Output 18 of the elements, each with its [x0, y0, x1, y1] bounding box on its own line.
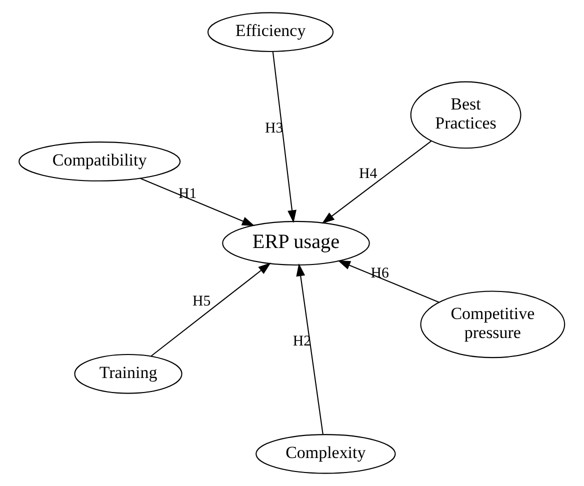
edge-label: H1 — [178, 186, 197, 202]
node-ellipse: Compatibility — [18, 142, 181, 182]
arrow — [150, 262, 271, 356]
edge-label: H4 — [359, 166, 378, 182]
arrow — [296, 263, 324, 434]
arrow — [338, 260, 440, 303]
node-ellipse: Complexity — [256, 434, 396, 474]
arrow — [272, 52, 296, 223]
node-ellipse: Best Practices — [410, 81, 522, 149]
node-ellipse: ERP usage — [222, 220, 370, 266]
node-ellipse: Training — [74, 354, 182, 394]
edge-label: H6 — [370, 266, 389, 282]
node-ellipse: Competitive pressure — [420, 290, 566, 358]
arrow — [322, 140, 432, 224]
edge-label: H5 — [192, 294, 211, 310]
arrow — [140, 178, 255, 226]
node-ellipse: Efficiency — [207, 12, 334, 52]
edge-label: H2 — [292, 334, 312, 350]
